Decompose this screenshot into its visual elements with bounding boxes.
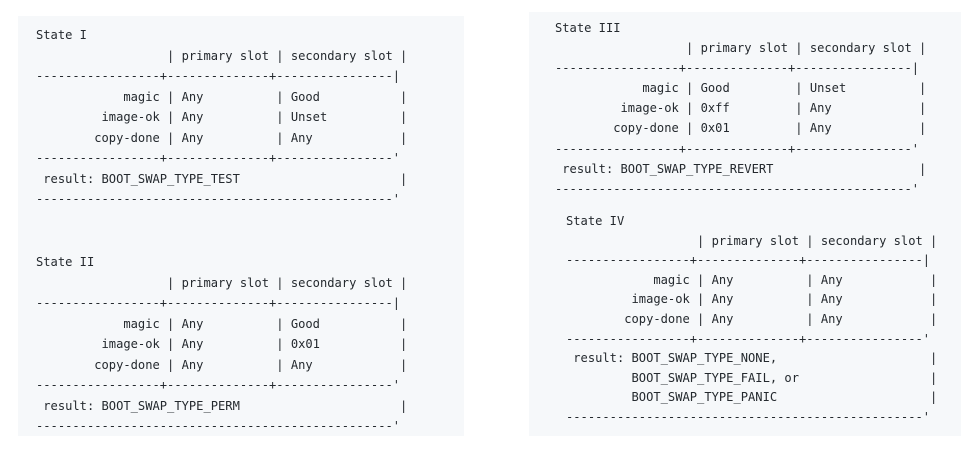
state-1-table: State I | primary slot | secondary slot … [36,25,407,210]
table-line: copy-done | 0x01 | Any | [555,121,927,136]
table-line: magic | Any | Good | [36,316,408,331]
code-block-right: State III | primary slot | secondary slo… [529,12,961,436]
table-line: ----------------------------------------… [566,409,931,424]
table-line: | primary slot | secondary slot | [555,41,927,56]
table-line: | primary slot | secondary slot | [36,275,408,290]
table-line: -----------------+--------------+-------… [36,69,401,83]
table-line: image-ok | 0xff | Any | [555,101,927,116]
table-line: | primary slot | secondary slot | [36,48,408,63]
table-line: -----------------+--------------+-------… [566,331,931,346]
table-line: -----------------+--------------+-------… [36,296,401,310]
table-line: -----------------+--------------+-------… [36,378,401,392]
table-line: image-ok | Any | Any | [566,292,938,307]
table-line: copy-done | Any | Any | [36,130,408,145]
table-line: magic | Any | Good | [36,89,408,104]
table-line: | primary slot | secondary slot | [566,233,938,248]
table-line: ----------------------------------------… [36,192,401,206]
state-title: State III [555,21,621,35]
table-line: magic | Good | Unset | [555,81,927,96]
state-title: State II [36,255,95,269]
table-line: result: BOOT_SWAP_TYPE_PERM | [36,398,408,413]
table-line: image-ok | Any | 0x01 | [36,337,408,351]
table-line: -----------------+--------------+-------… [566,253,931,268]
code-block-left: State I | primary slot | secondary slot … [18,16,464,436]
state-title: State I [36,28,87,42]
table-line: copy-done | Any | Any | [566,311,938,326]
table-line: -----------------+--------------+-------… [555,61,920,76]
table-line: copy-done | Any | Any | [36,357,408,372]
state-3-table: State III | primary slot | secondary slo… [555,18,926,199]
table-line: result: BOOT_SWAP_TYPE_TEST | [36,171,408,186]
table-line: BOOT_SWAP_TYPE_PANIC | [566,390,938,405]
table-line: -----------------+--------------+-------… [555,141,920,156]
table-line: result: BOOT_SWAP_TYPE_NONE, | [566,351,938,366]
table-line: magic | Any | Any | [566,272,938,287]
table-line: result: BOOT_SWAP_TYPE_REVERT | [555,161,927,176]
table-line: -----------------+--------------+-------… [36,151,401,165]
state-title: State IV [566,214,625,228]
table-line: BOOT_SWAP_TYPE_FAIL, or | [566,370,938,385]
table-line: ----------------------------------------… [555,181,920,196]
table-line: image-ok | Any | Unset | [36,110,408,124]
table-line: ----------------------------------------… [36,419,401,433]
state-2-table: State II | primary slot | secondary slot… [36,252,407,436]
state-4-table: State IV | primary slot | secondary slot… [566,212,937,428]
